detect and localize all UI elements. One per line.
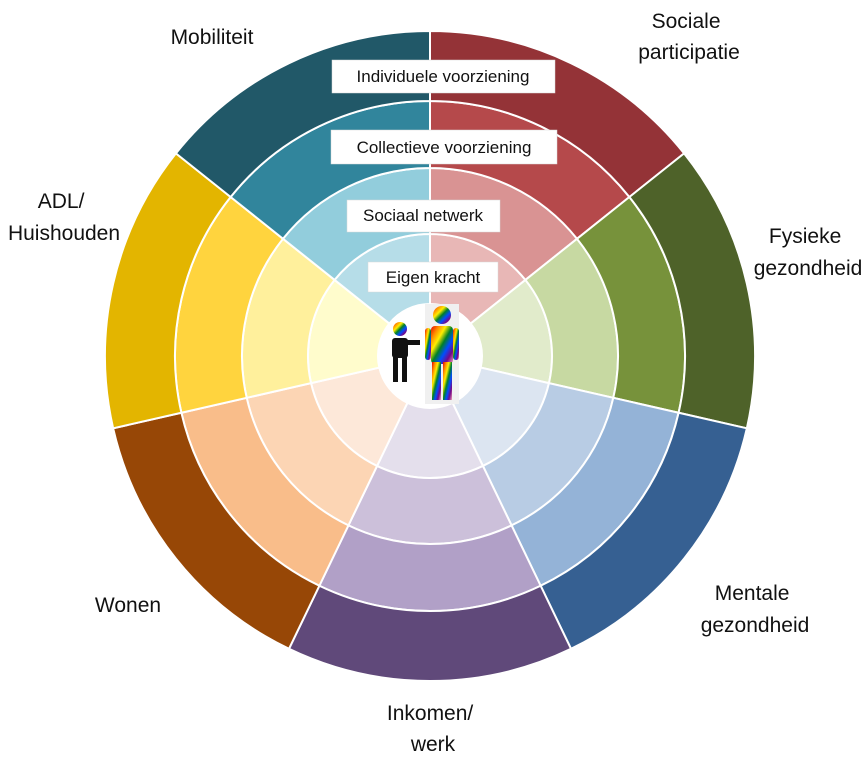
domain-label-mentale-gezondheid: Mentale gezondheid — [701, 582, 810, 637]
ring-label-collectieve-voorziening: Collectieve voorziening — [330, 129, 558, 165]
ring-label-text: Individuele voorziening — [357, 67, 530, 86]
domain-label-mobiliteit: Mobiliteit — [171, 26, 254, 49]
segments-group — [104, 29, 756, 682]
ring-label-text: Eigen kracht — [386, 268, 481, 287]
center-hub — [378, 304, 482, 408]
person-pointing-icon — [392, 322, 420, 382]
ring-label-sociaal-netwerk: Sociaal netwerk — [346, 199, 501, 233]
rainbow-person-icon — [425, 304, 459, 404]
domain-label-inkomen-werk: Inkomen/ werk — [387, 702, 479, 756]
domain-label-sociale-participatie: Sociale participatie — [638, 10, 740, 64]
domain-label-wonen: Wonen — [95, 594, 161, 617]
ring-label-text: Sociaal netwerk — [363, 206, 484, 225]
domain-label-fysieke-gezondheid: Fysieke gezondheid — [754, 225, 863, 280]
ring-label-individuele-voorziening: Individuele voorziening — [331, 59, 556, 94]
ring-label-eigen-kracht: Eigen kracht — [367, 261, 499, 293]
domain-label-adl-huishouden: ADL/ Huishouden — [8, 190, 120, 245]
segment-inkomen-werk-sociaal-netwerk — [347, 464, 513, 545]
ring-label-text: Collectieve voorziening — [357, 138, 532, 157]
